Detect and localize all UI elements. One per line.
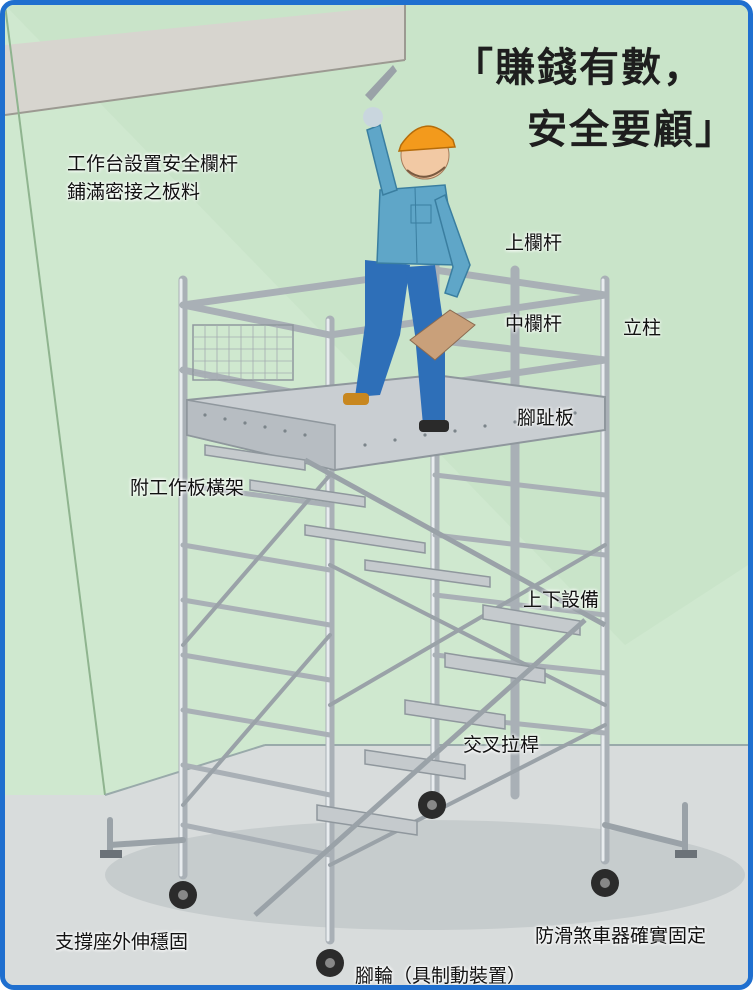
cross-brace-label: 交叉拉桿 xyxy=(463,734,540,756)
platform-planking-note: 鋪滿密接之板料 xyxy=(67,181,201,203)
cross-braces xyxy=(181,473,607,867)
platform-frame-label: 附工作板橫架 xyxy=(130,477,245,499)
brake-label: 防滑煞車器確實固定 xyxy=(535,925,707,947)
outriggers xyxy=(107,802,688,858)
access-stairs-label: 上下設備 xyxy=(523,589,600,611)
toe-board-label: 腳趾板 xyxy=(517,407,575,429)
mid-rail-label: 中欄杆 xyxy=(505,313,563,335)
frame-rungs xyxy=(180,472,608,858)
wall-corner-left xyxy=(5,5,106,796)
platform-guardrail-note: 工作台設置安全欄杆 xyxy=(67,153,239,175)
access-stairs xyxy=(204,444,607,917)
scaffold-scene xyxy=(5,5,748,985)
helmet xyxy=(397,125,456,152)
upright-label: 立柱 xyxy=(623,317,662,339)
caster-label: 腳輪（具制動裝置） xyxy=(355,965,527,987)
slogan-line-2: 安全要顧」 xyxy=(527,107,737,153)
outrigger-label: 支撐座外伸穩固 xyxy=(55,931,189,953)
ceiling-beam xyxy=(5,5,405,115)
slogan-line-1: 「賺錢有數， xyxy=(453,45,705,91)
casters xyxy=(169,791,619,977)
top-rail-label: 上欄杆 xyxy=(505,232,563,254)
worker xyxy=(343,65,476,432)
